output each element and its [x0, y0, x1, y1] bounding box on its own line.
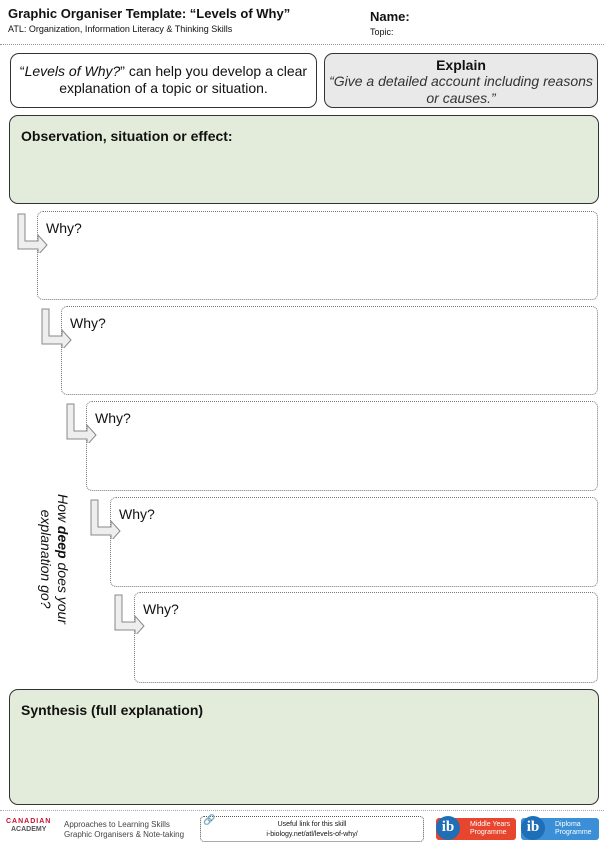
observation-box[interactable]: Observation, situation or effect:: [9, 115, 599, 204]
depth-note-bold: deep: [55, 525, 71, 559]
atl-footer-text: Approaches to Learning Skills Graphic Or…: [64, 820, 184, 840]
why-box-2[interactable]: Why?: [61, 306, 598, 395]
atl-line-2: Graphic Organisers & Note-taking: [64, 830, 185, 839]
why-label-1: Why?: [46, 220, 82, 236]
atl-subtitle: ATL: Organization, Information Literacy …: [8, 24, 233, 34]
logo-bottom-text: ACADEMY: [10, 826, 47, 833]
dp-line-1: Diploma: [555, 821, 581, 828]
explain-quote: “Give a detailed account including reaso…: [329, 73, 593, 106]
why-box-3[interactable]: Why?: [86, 401, 598, 491]
explain-box: Explain “Give a detailed account includi…: [324, 53, 598, 108]
useful-link-box[interactable]: Useful link for this skill i-biology.net…: [200, 816, 424, 842]
why-label-3: Why?: [95, 410, 131, 426]
why-label-2: Why?: [70, 315, 106, 331]
down-right-arrow-icon: [114, 594, 145, 634]
ib-logo-icon: ib: [521, 816, 545, 840]
depth-note: How deep does your explanation go?: [22, 480, 82, 650]
why-label-5: Why?: [143, 601, 179, 617]
atl-line-1: Approaches to Learning Skills: [64, 820, 170, 829]
depth-note-before: How: [55, 494, 71, 526]
down-right-arrow-icon: [17, 213, 48, 253]
dp-badge: ib Diploma Programme: [521, 816, 599, 840]
why-label-4: Why?: [119, 506, 155, 522]
myp-line-2: Programme: [470, 829, 507, 836]
name-label: Name:: [370, 9, 410, 24]
ib-logo-icon: ib: [436, 816, 460, 840]
myp-badge: ib Middle Years Programme: [436, 816, 516, 840]
link-title: Useful link for this skill: [277, 821, 347, 828]
synthesis-label: Synthesis (full explanation): [21, 702, 204, 718]
link-icon: 🔗: [203, 815, 216, 826]
intro-text: can help you develop a clear explanation…: [59, 63, 308, 96]
explain-heading: Explain: [436, 57, 486, 73]
down-right-arrow-icon: [41, 308, 72, 348]
intro-box: “Levels of Why?” can help you develop a …: [10, 53, 317, 108]
page-title: Graphic Organiser Template: “Levels of W…: [8, 6, 291, 21]
link-url[interactable]: i-biology.net/atl/levels-of-why/: [266, 831, 358, 838]
logo-top-text: CANADIAN: [6, 818, 52, 825]
intro-close-quote: ”: [120, 63, 125, 79]
why-box-1[interactable]: Why?: [37, 211, 598, 300]
intro-open-quote: “: [19, 63, 25, 79]
intro-italic: Levels of Why?: [24, 63, 121, 79]
down-right-arrow-icon: [66, 403, 97, 443]
why-box-4[interactable]: Why?: [110, 497, 598, 587]
down-right-arrow-icon: [90, 499, 121, 539]
synthesis-box[interactable]: Synthesis (full explanation): [9, 689, 599, 805]
footer-divider: [0, 810, 604, 811]
topic-label: Topic:: [370, 27, 394, 37]
header-divider: [0, 44, 604, 45]
canadian-academy-logo: CANADIAN ACADEMY: [6, 818, 51, 834]
why-box-5[interactable]: Why?: [134, 592, 598, 683]
myp-line-1: Middle Years: [470, 821, 511, 828]
dp-line-2: Programme: [555, 829, 592, 836]
observation-label: Observation, situation or effect:: [21, 128, 233, 144]
